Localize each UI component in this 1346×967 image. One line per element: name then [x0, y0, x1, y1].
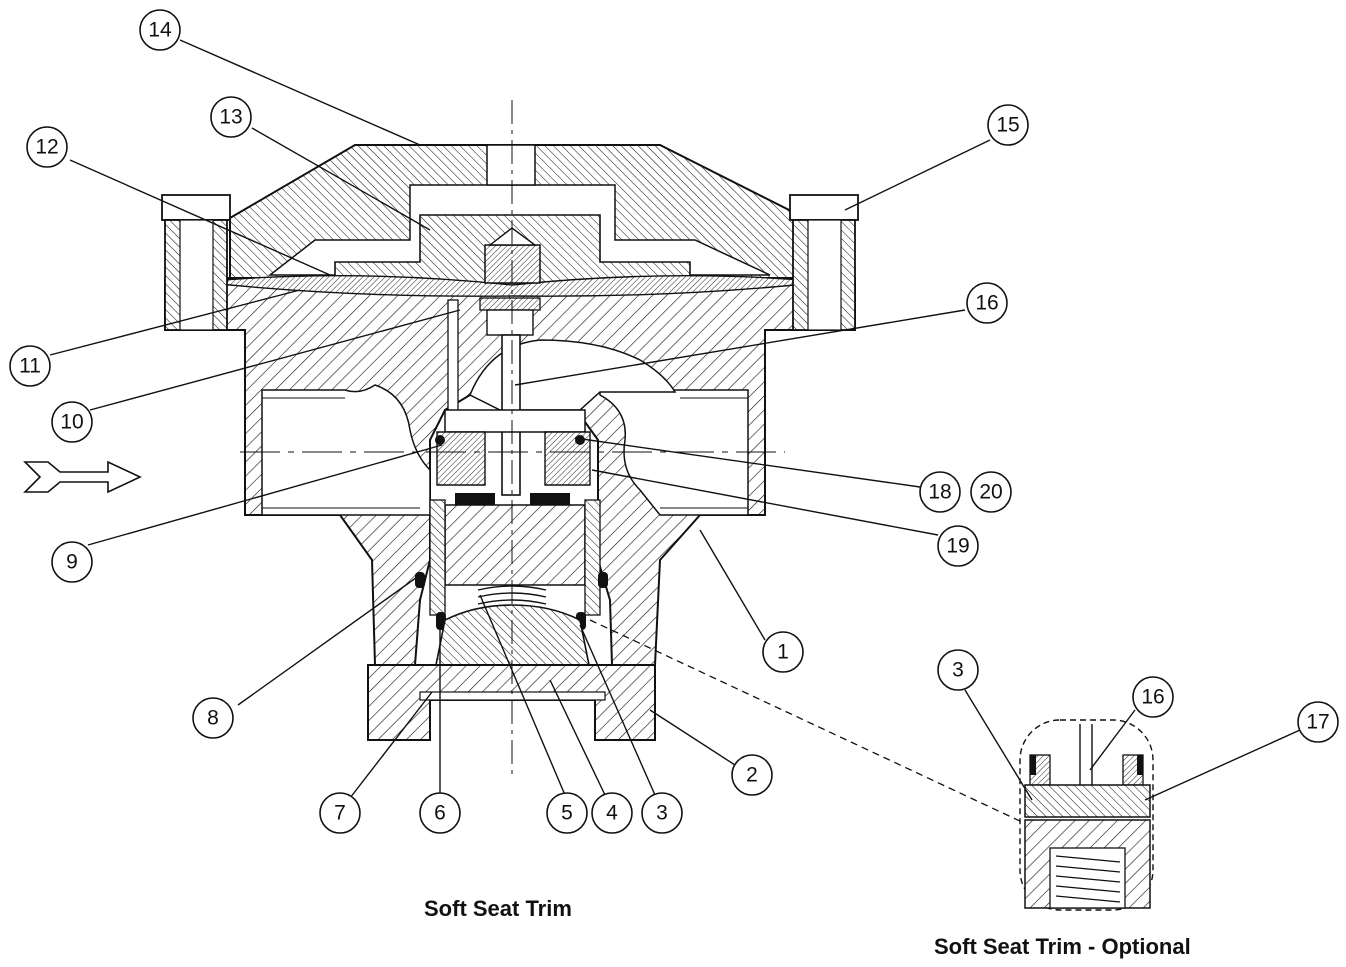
svg-text:10: 10 [60, 411, 83, 434]
svg-text:16: 16 [1141, 686, 1164, 709]
body-inlet-port [261, 384, 431, 516]
flow-direction-arrow-icon [23, 460, 142, 494]
svg-text:5: 5 [561, 802, 573, 825]
svg-text:14: 14 [148, 19, 172, 42]
callout-19: 19 [937, 525, 979, 567]
stem-lock-nut [486, 309, 534, 336]
main-valve [23, 100, 859, 780]
svg-text:3: 3 [656, 802, 668, 825]
seat-ring-top [444, 409, 586, 433]
bolt-right-head [789, 194, 859, 221]
callout-3-detail: 3 [937, 649, 979, 691]
callout-14: 14 [139, 9, 181, 51]
soft-seat-left [455, 493, 495, 505]
seat-ring-right [544, 431, 591, 486]
callout-7: 7 [319, 792, 361, 834]
callout-13: 13 [210, 96, 252, 138]
svg-text:4: 4 [606, 802, 618, 825]
optional-detail [1019, 719, 1154, 911]
callout-4: 4 [591, 792, 633, 834]
callout-5: 5 [546, 792, 588, 834]
o-ring-8-left [415, 572, 425, 588]
callout-12: 12 [26, 126, 68, 168]
svg-text:3: 3 [952, 659, 964, 682]
callout-1: 1 [762, 631, 804, 673]
callout-11: 11 [9, 345, 51, 387]
svg-text:18: 18 [928, 481, 951, 504]
svg-text:12: 12 [35, 136, 58, 159]
callout-2: 2 [731, 754, 773, 796]
caption-soft-seat-trim: Soft Seat Trim [424, 896, 572, 921]
callout-20: 20 [970, 471, 1012, 513]
svg-text:7: 7 [334, 802, 346, 825]
stem-washer [479, 297, 541, 311]
callout-3: 3 [641, 792, 683, 834]
svg-text:19: 19 [946, 535, 969, 558]
svg-text:15: 15 [996, 114, 1019, 137]
svg-text:11: 11 [19, 355, 41, 378]
bolt-left-core [179, 219, 214, 331]
callout-16-detail: 16 [1132, 676, 1174, 718]
callouts: 14 13 12 15 16 11 10 18 20 19 9 1 8 2 7 … [9, 9, 1339, 834]
callout-18: 18 [919, 471, 961, 513]
detail-spring-pocket [1049, 847, 1126, 909]
sense-passage [447, 299, 459, 416]
caption-soft-seat-trim-optional: Soft Seat Trim - Optional [934, 934, 1191, 959]
detail-frame [1019, 719, 1154, 911]
o-ring-8-right [598, 572, 608, 588]
leader-lines [49, 39, 1301, 801]
plug [444, 504, 586, 586]
svg-text:20: 20 [979, 481, 1002, 504]
svg-text:13: 13 [219, 106, 242, 129]
o-ring-18-left [435, 435, 445, 445]
callout-16: 16 [966, 282, 1008, 324]
svg-text:9: 9 [66, 551, 78, 574]
bonnet-vent-port [486, 144, 536, 186]
o-ring-18-right [575, 435, 585, 445]
detail-seal-left [1030, 755, 1036, 775]
detail-disc [1024, 784, 1151, 818]
callout-17: 17 [1297, 701, 1339, 743]
svg-text:16: 16 [975, 292, 998, 315]
detail-reference-line [589, 619, 1023, 823]
soft-seat-right [530, 493, 570, 505]
callout-15: 15 [987, 104, 1029, 146]
svg-text:17: 17 [1306, 711, 1329, 734]
svg-text:8: 8 [207, 707, 219, 730]
callout-8: 8 [192, 697, 234, 739]
svg-text:1: 1 [777, 641, 789, 664]
svg-text:6: 6 [434, 802, 446, 825]
detail-spring [1055, 855, 1121, 903]
callout-10: 10 [51, 401, 93, 443]
cage-right [584, 499, 601, 616]
callout-6: 6 [419, 792, 461, 834]
bolt-right-core [807, 219, 842, 331]
seat-ring-left [436, 431, 486, 486]
callout-9: 9 [51, 541, 93, 583]
detail-seal-right [1137, 755, 1143, 775]
svg-text:2: 2 [746, 764, 758, 787]
cage-left [429, 499, 446, 616]
